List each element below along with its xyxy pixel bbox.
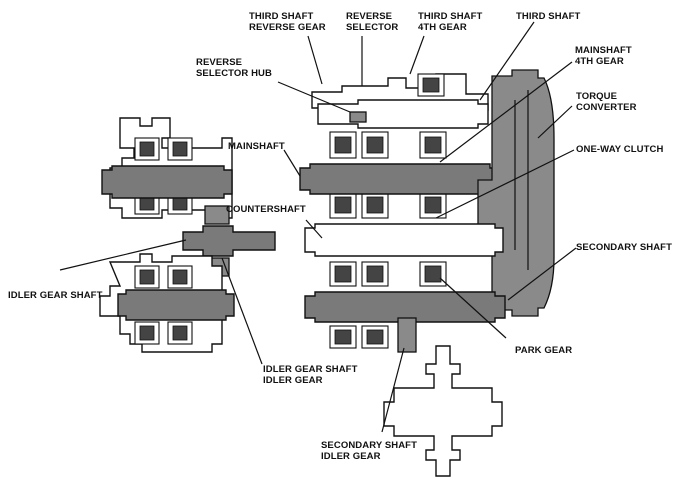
label-countershaft: COUNTERSHAFT	[226, 204, 306, 216]
label-secondary-shaft-idler-gear: SECONDARY SHAFT IDLER GEAR	[321, 440, 417, 462]
label-line: SECONDARY SHAFT	[321, 440, 417, 451]
label-reverse-selector-hub: REVERSE SELECTOR HUB	[196, 57, 272, 79]
label-line: THIRD SHAFT	[516, 11, 581, 22]
label-line: IDLER GEAR	[263, 374, 323, 386]
label-mainshaft: MAINSHAFT	[228, 141, 285, 153]
label-line: THIRD SHAFT	[249, 11, 314, 22]
label-idler-gear-shaft: IDLER GEAR SHAFT	[8, 290, 103, 302]
label-line: COUNTERSHAFT	[226, 204, 306, 215]
label-line: IDLER GEAR	[321, 450, 381, 462]
label-line: REVERSE	[346, 11, 393, 22]
label-third-shaft: THIRD SHAFT	[516, 11, 581, 23]
leader-lines	[59, 21, 577, 433]
label-reverse-selector: REVERSE SELECTOR	[346, 11, 399, 33]
label-line: IDLER GEAR SHAFT	[8, 290, 103, 301]
label-secondary-shaft: SECONDARY SHAFT	[576, 242, 672, 254]
label-line: SELECTOR HUB	[196, 67, 272, 79]
label-line: SELECTOR	[346, 21, 399, 33]
main-shaft-assembly	[299, 69, 555, 477]
label-line: 4TH GEAR	[418, 21, 467, 33]
label-one-way-clutch: ONE-WAY CLUTCH	[576, 144, 664, 156]
left-shaft-assembly	[99, 117, 276, 353]
label-line: IDLER GEAR SHAFT	[263, 364, 358, 375]
label-third-shaft-reverse-gear: THIRD SHAFT REVERSE GEAR	[249, 11, 326, 33]
label-line: MAINSHAFT	[575, 45, 632, 56]
label-line: REVERSE GEAR	[249, 21, 326, 33]
label-line: CONVERTER	[576, 101, 637, 113]
label-line: TORQUE	[576, 91, 618, 102]
label-mainshaft-4th-gear: MAINSHAFT 4TH GEAR	[575, 45, 632, 67]
label-line: THIRD SHAFT	[418, 11, 483, 22]
label-line: PARK GEAR	[515, 345, 573, 356]
label-line: REVERSE	[196, 57, 243, 68]
label-line: ONE-WAY CLUTCH	[576, 144, 664, 155]
label-idler-gear-shaft-idler-gear: IDLER GEAR SHAFT IDLER GEAR	[263, 364, 358, 386]
label-torque-converter: TORQUE CONVERTER	[576, 91, 637, 113]
label-third-shaft-4th-gear: THIRD SHAFT 4TH GEAR	[418, 11, 483, 33]
label-line: 4TH GEAR	[575, 55, 624, 67]
label-park-gear: PARK GEAR	[515, 345, 573, 357]
label-line: MAINSHAFT	[228, 141, 285, 152]
label-line: SECONDARY SHAFT	[576, 242, 672, 253]
